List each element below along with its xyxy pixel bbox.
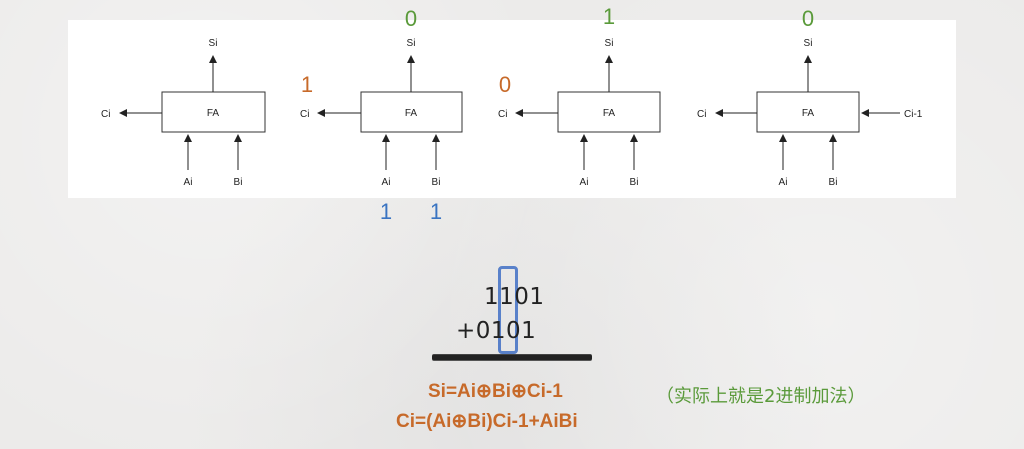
carry-out-label: Ci <box>300 109 309 120</box>
full-adder-2: FA Si Ci Ai Bi <box>300 38 463 188</box>
operand-2: 0101 <box>475 318 537 344</box>
fa-label: FA <box>207 108 220 119</box>
input-a-label: Ai <box>382 177 391 188</box>
carry-in-label: Ci-1 <box>904 109 923 120</box>
full-adder-4: FA Si Ci Ci-1 Ai Bi <box>697 38 923 188</box>
sum-bit-annotation: 1 <box>603 4 615 29</box>
operand-1: 1101 <box>484 284 545 310</box>
input-b-label: Bi <box>829 177 838 188</box>
sum-label: Si <box>209 38 218 49</box>
input-a-label: Ai <box>779 177 788 188</box>
fa-label: FA <box>405 108 418 119</box>
sum-label: Si <box>804 38 813 49</box>
input-bit-annotation: 1 <box>430 199 442 224</box>
sum-label: Si <box>407 38 416 49</box>
fa-label: FA <box>603 108 616 119</box>
input-bit-annotation: 1 <box>380 199 392 224</box>
full-adder-1: FA Si Ci Ai Bi <box>101 38 266 188</box>
full-adder-3: FA Si Ci Ai Bi <box>498 38 661 188</box>
sum-bit-annotation: 0 <box>405 6 417 31</box>
fa-label: FA <box>802 108 815 119</box>
binary-addition: 1101 +0101 <box>450 280 590 370</box>
operand-2-row: +0101 <box>456 318 536 344</box>
input-a-label: Ai <box>580 177 589 188</box>
plus-operator: + <box>456 318 476 344</box>
carry-bit-annotation: 0 <box>499 72 511 97</box>
sum-bit-annotation: 0 <box>802 6 814 31</box>
input-b-label: Bi <box>630 177 639 188</box>
carry-bit-annotation: 1 <box>301 72 313 97</box>
carry-out-label: Ci <box>697 109 706 120</box>
column-highlight-box <box>498 266 518 354</box>
input-a-label: Ai <box>184 177 193 188</box>
carry-formula: Ci=(Ai⊕Bi)Ci-1+AiBi <box>396 411 578 432</box>
carry-out-label: Ci <box>101 109 110 120</box>
sum-underline <box>432 355 592 360</box>
carry-out-label: Ci <box>498 109 507 120</box>
sum-label: Si <box>605 38 614 49</box>
input-b-label: Bi <box>234 177 243 188</box>
explanation-note: （实际上就是2进制加法） <box>656 386 866 407</box>
sum-formula: Si=Ai⊕Bi⊕Ci-1 <box>428 381 563 402</box>
input-b-label: Bi <box>432 177 441 188</box>
